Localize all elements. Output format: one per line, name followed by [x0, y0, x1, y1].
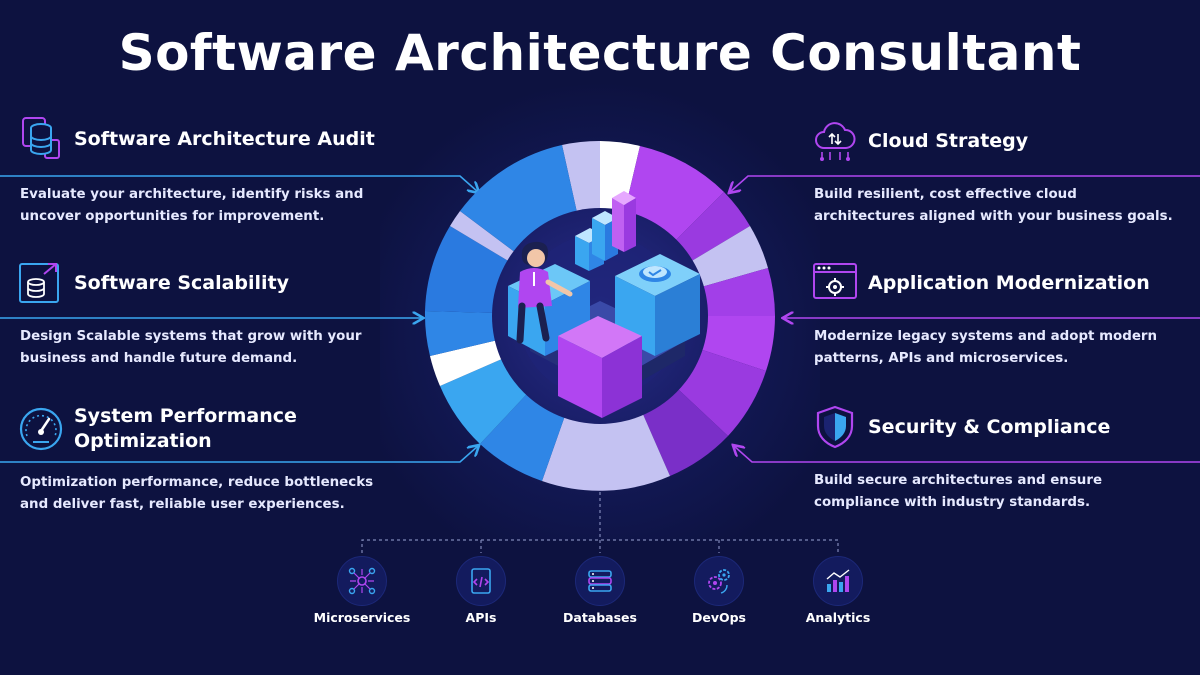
database-documents-icon [18, 116, 64, 162]
scalable-database-icon [18, 260, 64, 306]
shield-icon [812, 404, 858, 450]
database-icon [575, 556, 625, 606]
section-description-line: Build resilient, cost effective cloud [814, 187, 1077, 202]
section-title-line: System Performance [74, 405, 297, 427]
section-title: Security & Compliance [868, 415, 1111, 438]
section-title: Cloud Strategy [868, 129, 1029, 152]
bottom-item-label: APIs [465, 610, 497, 625]
bottom-item-label: Analytics [805, 610, 871, 625]
section-description-line: Modernize legacy systems and adopt moder… [814, 329, 1158, 344]
section-description-line: and deliver fast, reliable user experien… [20, 497, 345, 512]
section-title: Application Modernization [868, 271, 1150, 294]
bottom-item-microservices: Microservices [302, 556, 422, 625]
bottom-item-label: DevOps [691, 610, 747, 625]
speedometer-icon [18, 406, 64, 452]
bottom-item-label: Microservices [313, 610, 411, 625]
section-description-line: Optimization performance, reduce bottlen… [20, 475, 374, 490]
puzzle-block-purple [558, 316, 642, 418]
page-title: Software Architecture Consultant [118, 24, 1082, 82]
bottom-item-devops: DevOps [659, 556, 779, 625]
analytics-chart-icon [813, 556, 863, 606]
section-description-line: Design Scalable systems that grow with y… [20, 329, 362, 344]
central-wheel-illustration [424, 140, 775, 491]
section-description-line: business and handle future demand. [20, 351, 298, 366]
bottom-item-databases: Databases [540, 556, 660, 625]
section-title-line: Optimization [74, 430, 212, 452]
section-description-line: compliance with industry standards. [814, 495, 1091, 510]
section-title: Software Architecture Audit [74, 127, 375, 150]
bottom-item-apis: APIs [421, 556, 541, 625]
api-document-icon [456, 556, 506, 606]
section-description-line: uncover opportunities for improvement. [20, 209, 325, 224]
browser-gear-icon [812, 260, 858, 306]
bar-blocks [575, 191, 636, 271]
section-description-line: architectures aligned with your business… [814, 209, 1173, 224]
section-title: Software Scalability [74, 271, 290, 294]
cloud-network-icon [812, 118, 858, 164]
section-description-line: patterns, APIs and microservices. [814, 351, 1069, 366]
person-illustration [516, 241, 573, 344]
section-description-line: Build secure architectures and ensure [814, 473, 1103, 488]
section-description-line: Evaluate your architecture, identify ris… [20, 187, 364, 202]
devops-gears-icon [694, 556, 744, 606]
microservices-network-icon [337, 556, 387, 606]
bottom-item-label: Databases [563, 610, 637, 625]
bottom-item-analytics: Analytics [778, 556, 898, 625]
